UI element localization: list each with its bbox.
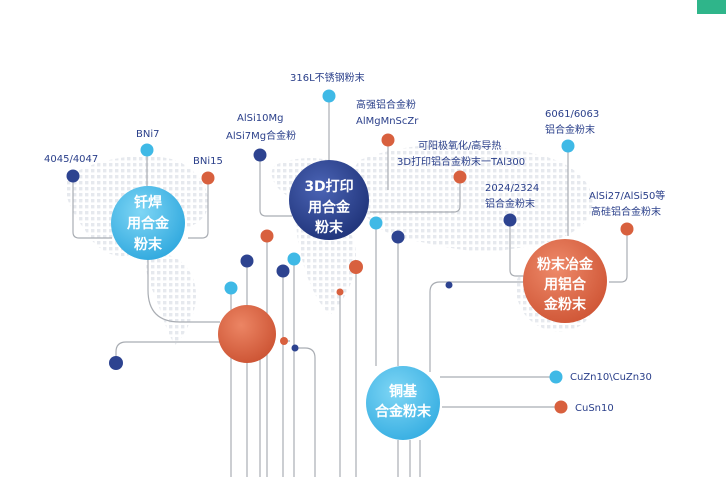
hub-solder-line3: 粉末 — [134, 236, 163, 253]
label-tal300: 3D打印铝合金粉末一TAl300 — [397, 155, 525, 168]
decorative-dots — [109, 216, 453, 370]
hub-3d-line3: 粉末 — [315, 219, 344, 236]
hub-solder: 钎焊 用合金 粉末 — [111, 186, 185, 260]
hub-powder-metallurgy: 粉末冶金 用铝合 金粉末 — [523, 239, 607, 323]
label-6061: 6061/6063 — [545, 109, 599, 120]
corner-accent — [697, 0, 726, 14]
hub-copper-line1: 铜基 — [389, 383, 418, 400]
dot-4045 — [66, 169, 80, 183]
label-2024-desc: 铝合金粉末 — [485, 197, 535, 210]
label-bni15: BNi15 — [193, 156, 223, 167]
label-cuzn: CuZn10\CuZn30 — [570, 372, 652, 383]
hub-metallurgy-line2: 用铝合 — [544, 276, 587, 293]
dot-alsi27 — [620, 222, 634, 236]
label-316l: 316L不锈钢粉末 — [290, 71, 365, 84]
large-orange-node — [218, 305, 276, 363]
label-alsi27-desc: 高硅铝合金粉末 — [591, 205, 661, 218]
dot-alsi10mg — [253, 148, 267, 162]
dot-high-strength — [381, 133, 395, 147]
hub-solder-line2: 用合金 — [127, 215, 170, 232]
label-alsi27: AlSi27/AlSi50等 — [589, 189, 665, 202]
hub-3d-printing: 3D打印 用合金 粉末 — [289, 160, 369, 240]
label-almgmnsczr: AlMgMnScZr — [356, 116, 419, 127]
dot-tal300 — [453, 170, 467, 184]
label-anodizable: 可阳极氧化/高导热 — [418, 139, 501, 152]
hub-3d-line1: 3D打印 — [304, 178, 353, 195]
hub-copper: 铜基 合金粉末 — [366, 366, 440, 440]
label-2024: 2024/2324 — [485, 183, 539, 194]
dot-2024 — [503, 213, 517, 227]
hub-copper-line2: 合金粉末 — [375, 403, 432, 420]
label-bni7: BNi7 — [136, 129, 159, 140]
label-cusn: CuSn10 — [575, 403, 614, 414]
hub-3d-line2: 用合金 — [308, 199, 351, 216]
label-4045: 4045/4047 — [44, 154, 98, 165]
label-alsi7mg: AlSi7Mg合金粉 — [226, 129, 296, 142]
label-6061-desc: 铝合金粉末 — [545, 123, 595, 136]
hub-metallurgy-line1: 粉末冶金 — [537, 256, 594, 273]
dot-cuzn — [549, 370, 563, 384]
label-high-strength: 高强铝合金粉 — [356, 98, 416, 111]
hub-solder-line1: 钎焊 — [134, 194, 162, 211]
dot-cusn — [554, 400, 568, 414]
dot-bni15 — [201, 171, 215, 185]
dot-6061 — [561, 139, 575, 153]
connector-lines — [72, 96, 628, 477]
dot-316l — [322, 89, 336, 103]
label-alsi10mg: AlSi10Mg — [237, 113, 283, 124]
hub-metallurgy-line3: 金粉末 — [543, 296, 587, 313]
dot-bni7 — [140, 143, 154, 157]
